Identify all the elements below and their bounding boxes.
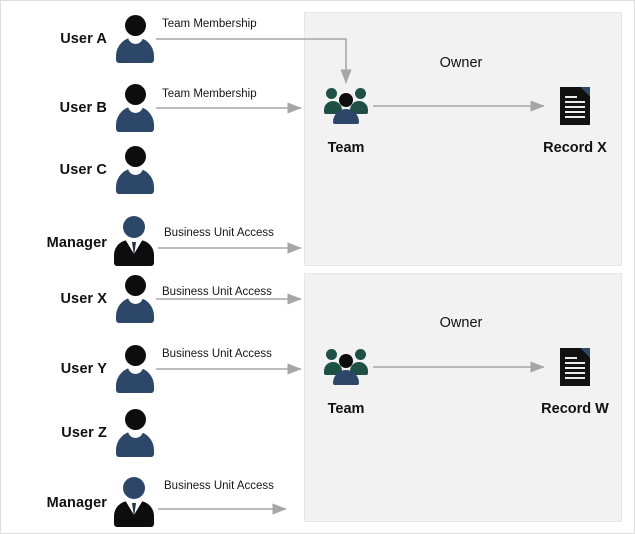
manager-head [123,477,145,499]
manager-icon-bottom [113,477,155,527]
person-icon-user-a [115,15,155,63]
record-line [565,367,585,369]
person-neck-notch [127,430,143,438]
record-fold-corner [581,348,590,357]
person-neck-notch [127,366,143,374]
person-head [124,84,146,105]
record-fold-corner [581,87,590,96]
record-label-w: Record W [541,401,609,417]
record-document-icon-x [560,87,590,125]
manager-icon-top [113,216,155,266]
group-panel-bottom [304,273,622,522]
person-icon-user-b [115,84,155,132]
person-head [124,345,146,366]
edge-label-manager-bottom: Business Unit Access [164,480,274,492]
actor-label-user-z: User Z [61,425,107,441]
person-head [124,146,146,167]
record-line [565,362,585,364]
edge-label-user-b: Team Membership [162,88,257,100]
team-lead-body [333,109,359,124]
actor-label-user-x: User X [60,291,107,307]
person-icon-user-y [115,345,155,393]
record-label-x: Record X [543,140,607,156]
team-member-head-right [355,88,366,99]
person-head [124,275,146,296]
team-lead-head [339,354,353,368]
team-member-body-right [350,362,368,375]
team-lead-body [333,370,359,385]
team-member-head-left [326,349,337,360]
team-icon-top [324,88,368,124]
person-head [124,409,146,430]
team-member-head-right [355,349,366,360]
record-document-icon-w [560,348,590,386]
team-label-bottom: Team [327,401,365,417]
edge-label-user-y: Business Unit Access [162,348,272,360]
actor-label-manager-top: Manager [46,235,107,251]
person-head [124,15,146,36]
record-line [565,372,585,374]
record-line [565,377,585,379]
group-panel-top [304,12,622,266]
team-icon-bottom [324,349,368,385]
record-line [565,106,585,108]
manager-tie [131,503,136,517]
person-neck-notch [127,296,143,304]
team-member-head-left [326,88,337,99]
manager-head [123,216,145,238]
manager-tie [131,242,136,256]
owner-label-top: Owner [439,55,483,71]
record-line [565,101,585,103]
edge-label-manager-top: Business Unit Access [164,227,274,239]
record-line [565,111,585,113]
actor-label-user-y: User Y [60,361,107,377]
actor-label-user-b: User B [59,100,107,116]
owner-label-bottom: Owner [439,315,483,331]
team-lead-head [339,93,353,107]
actor-label-manager-bottom: Manager [46,495,107,511]
team-label-top: Team [327,140,365,156]
edge-label-user-a: Team Membership [162,18,257,30]
actor-label-user-a: User A [60,31,107,47]
record-line [565,96,577,98]
person-neck-notch [127,36,143,44]
person-icon-user-z [115,409,155,457]
edge-label-user-x: Business Unit Access [162,286,272,298]
person-icon-user-c [115,146,155,194]
actor-label-user-c: User C [59,162,107,178]
person-icon-user-x [115,275,155,323]
person-neck-notch [127,105,143,113]
team-member-body-right [350,101,368,114]
record-line [565,357,577,359]
record-line [565,116,585,118]
person-neck-notch [127,167,143,175]
